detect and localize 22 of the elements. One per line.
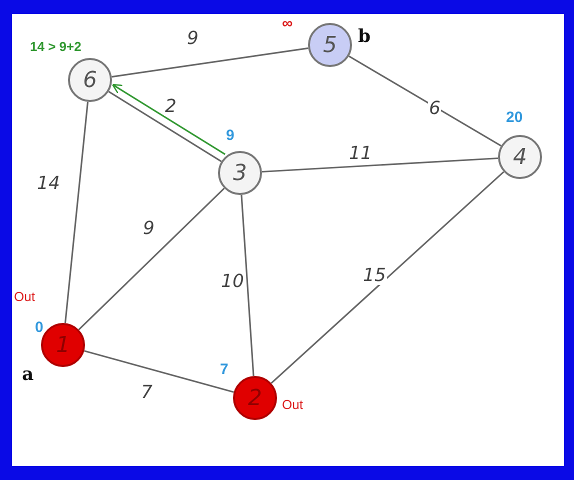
edge-line [112, 47, 308, 78]
node-name: a [22, 366, 34, 384]
distance-label: 9 [226, 128, 234, 143]
edge-label: 15 [362, 267, 387, 285]
edge-label: 2 [164, 98, 178, 116]
distance-label: ∞ [282, 16, 293, 31]
edge-line [348, 55, 502, 147]
edge-line [108, 90, 222, 162]
status-label: Out [14, 290, 35, 303]
distance-label: 7 [220, 362, 228, 377]
edge-line [240, 194, 254, 376]
edge-line [64, 102, 89, 324]
status-label: Out [282, 398, 303, 411]
comparison-note: 14 > 9+2 [30, 40, 82, 53]
edge-line [84, 350, 234, 393]
edge-line [270, 171, 504, 384]
node-name: b [358, 28, 371, 46]
edge-line [262, 157, 498, 173]
arrow [112, 84, 226, 156]
distance-label: 0 [35, 320, 44, 335]
edge-line [78, 188, 225, 330]
distance-label: 20 [506, 110, 523, 125]
